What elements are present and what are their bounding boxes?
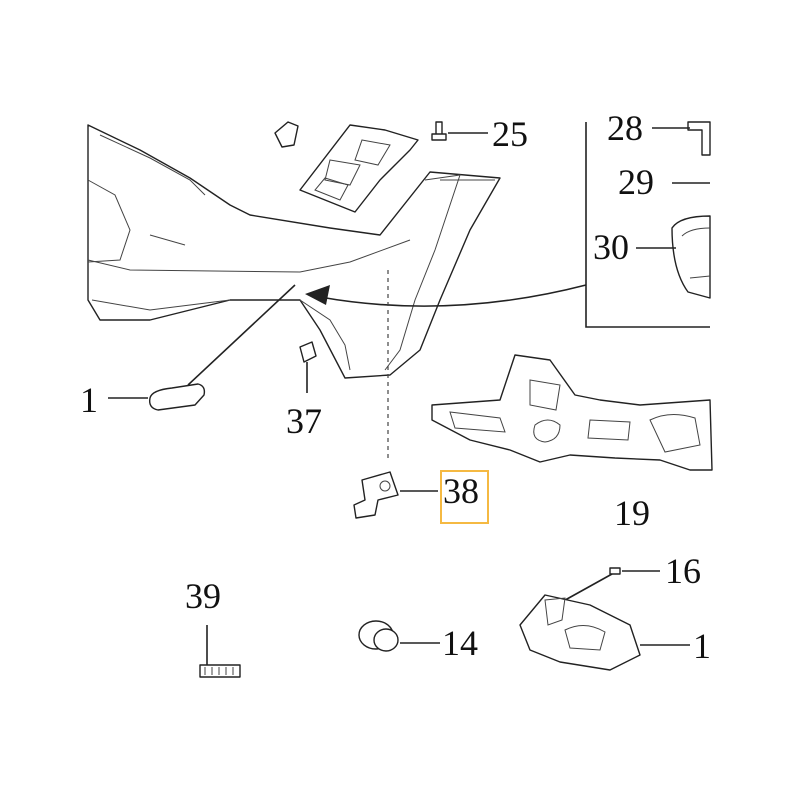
bumper-cover [87,124,501,379]
callout-37: 37 [286,401,322,441]
clip-37 [299,341,317,393]
callout-38: 38 [443,471,479,511]
sensor-bracket-right [519,594,690,671]
callout-1-left: 1 [80,380,98,420]
reference-arrow [305,284,587,307]
part-39 [199,625,241,678]
callout-29: 29 [618,162,654,202]
bolt-16 [557,567,660,605]
callout-19: 19 [614,493,650,533]
bolt-25 [431,121,488,141]
sensor-14 [358,620,440,652]
callout-30: 30 [593,227,629,267]
highlight-box [440,470,489,524]
small-clip-top [274,121,299,148]
reflector-left [108,284,296,411]
callout-25: 25 [492,114,528,154]
inset-panel [585,121,711,328]
upper-bracket [299,124,419,213]
callout-14: 14 [442,623,478,663]
callout-1-right: 1 [693,626,711,666]
reinforcement-bracket [431,354,713,471]
callout-28: 28 [607,108,643,148]
callout-16: 16 [665,551,701,591]
bracket-38 [353,270,438,519]
callout-39: 39 [185,576,221,616]
